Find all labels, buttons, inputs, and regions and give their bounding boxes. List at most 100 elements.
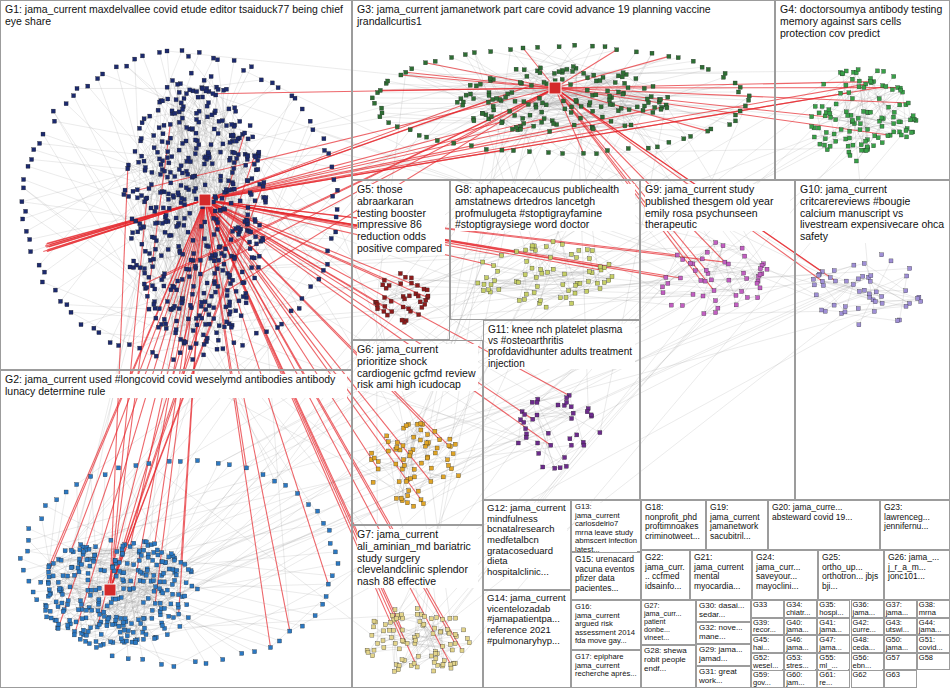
- vertex: [128, 265, 132, 269]
- vertex: [151, 350, 155, 354]
- network-edge: [882, 276, 907, 297]
- network-edge: [154, 202, 214, 304]
- network-edge: [377, 296, 410, 302]
- vertex: [205, 336, 209, 340]
- network-edge: [154, 92, 903, 552]
- network-edge: [878, 87, 886, 138]
- network-edge: [144, 112, 179, 119]
- network-edge: [548, 254, 572, 272]
- vertex: [166, 141, 170, 145]
- network-edge: [414, 632, 441, 664]
- network-edge: [290, 312, 875, 632]
- network-edge: [408, 424, 418, 479]
- network-edge: [40, 143, 168, 157]
- vertex: [175, 225, 179, 229]
- vertex: [195, 111, 199, 115]
- vertex: [167, 192, 171, 196]
- vertex: [176, 191, 180, 195]
- network-edge: [205, 84, 866, 200]
- network-edge: [819, 72, 853, 113]
- vertex: [195, 118, 199, 122]
- vertex: [130, 217, 134, 221]
- vertex: [244, 163, 248, 167]
- vertex: [169, 136, 173, 140]
- network-edge: [525, 412, 588, 415]
- vertex: [164, 322, 168, 326]
- vertex: [245, 179, 249, 183]
- network-edge: [168, 58, 214, 152]
- vertex: [185, 92, 189, 96]
- network-edge: [113, 568, 326, 597]
- vertex: [165, 85, 169, 89]
- vertex: [209, 256, 213, 260]
- vertex: [166, 97, 170, 101]
- vertex: [197, 143, 201, 147]
- network-edge: [161, 101, 219, 122]
- network-edge: [870, 281, 909, 303]
- vertex: [175, 319, 179, 323]
- network-edge: [842, 314, 898, 321]
- vertex: [195, 323, 199, 327]
- vertex: [184, 267, 188, 271]
- vertex: [186, 230, 190, 234]
- vertex: [229, 238, 233, 242]
- vertex: [143, 200, 147, 204]
- vertex: [257, 265, 261, 269]
- network-edge: [58, 200, 205, 629]
- vertex: [262, 181, 266, 185]
- vertex: [126, 167, 130, 171]
- vertex: [228, 273, 232, 277]
- network-edge: [162, 88, 278, 142]
- vertex: [249, 230, 253, 234]
- vertex: [185, 126, 189, 130]
- vertex: [215, 227, 219, 231]
- vertex: [230, 171, 234, 175]
- vertex: [250, 266, 254, 270]
- vertex: [143, 267, 147, 271]
- vertex: [168, 122, 172, 126]
- network-edge: [543, 433, 549, 467]
- vertex: [209, 143, 213, 147]
- vertex: [248, 247, 252, 251]
- network-edge: [405, 299, 419, 315]
- vertex: [251, 135, 255, 139]
- network-edge: [518, 407, 571, 443]
- vertex: [202, 342, 206, 346]
- network-edge: [854, 77, 893, 124]
- vertex: [253, 199, 257, 203]
- vertex: [246, 179, 250, 183]
- vertex: [209, 75, 213, 79]
- vertex: [180, 277, 184, 281]
- vertex: [167, 206, 171, 210]
- vertex: [138, 266, 142, 270]
- network-edge: [406, 279, 858, 321]
- network-edge: [388, 81, 581, 118]
- vertex: [159, 163, 163, 167]
- vertex: [224, 247, 228, 251]
- vertex: [221, 347, 225, 351]
- network-edge: [28, 166, 205, 222]
- network-edge: [174, 445, 584, 666]
- vertex: [264, 196, 268, 200]
- vertex: [229, 201, 233, 205]
- network-edge: [81, 272, 242, 325]
- network-edge: [162, 553, 168, 591]
- vertex: [217, 258, 221, 262]
- vertex: [228, 140, 232, 144]
- network-edge: [66, 104, 151, 185]
- network-edge: [48, 584, 88, 591]
- network-edge: [435, 61, 518, 130]
- network-edge: [822, 107, 907, 129]
- network-edge: [144, 88, 207, 161]
- vertex: [196, 95, 200, 99]
- vertex: [194, 138, 198, 142]
- vertex: [256, 167, 260, 171]
- vertex: [258, 223, 262, 227]
- network-edge: [372, 619, 396, 636]
- vertex: [162, 123, 166, 127]
- network-edge: [856, 73, 882, 118]
- vertex: [334, 215, 338, 219]
- network-edge: [26, 121, 219, 231]
- vertex: [231, 278, 235, 282]
